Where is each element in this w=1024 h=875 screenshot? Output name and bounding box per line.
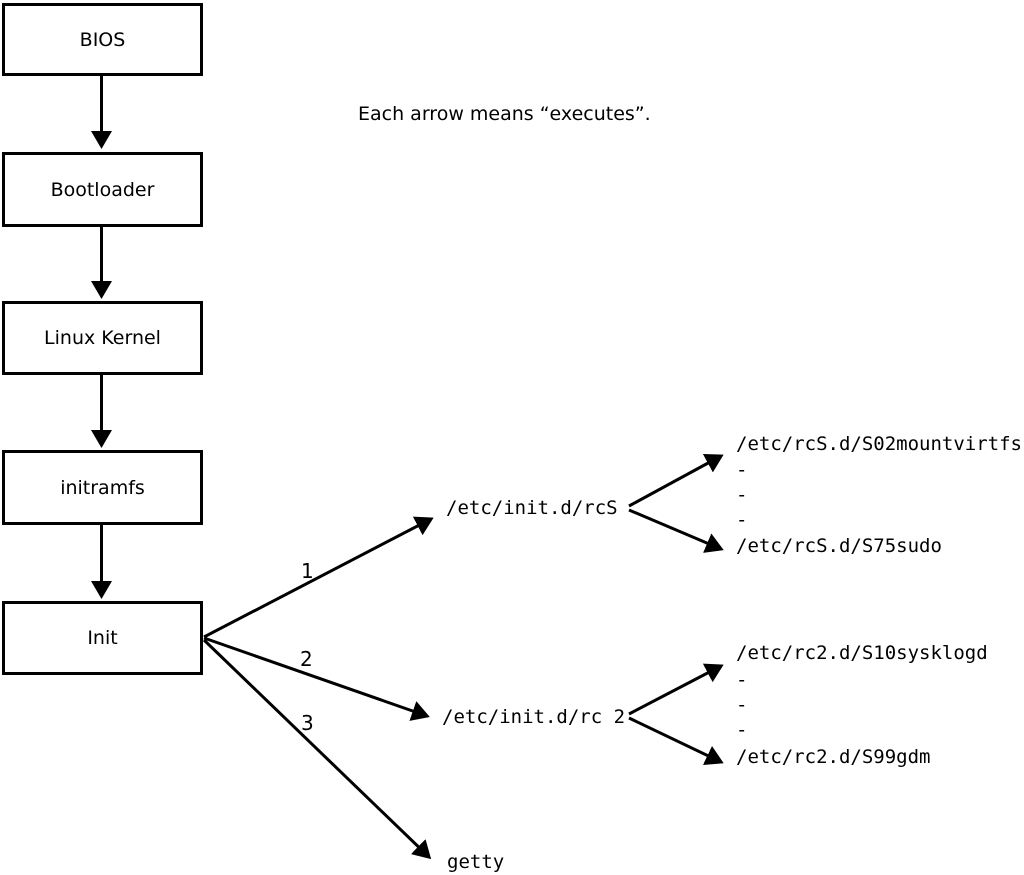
node-bios-label: BIOS [79,28,126,51]
node-getty: getty [447,851,505,873]
legend-note: Each arrow means “executes”. [358,103,651,125]
node-s99gdm: /etc/rc2.d/S99gdm [736,746,931,768]
arrow-rcS-to-s75sudo [628,508,724,553]
rc2-ellipsis-dash-2: - [736,694,748,716]
node-bootloader: Bootloader [2,152,203,227]
node-s02mountvirtfs: /etc/rcS.d/S02mountvirtfs [736,433,1022,455]
arrow-init-to-rcS [203,516,434,639]
rc2-ellipsis-dash-3: - [736,719,748,741]
node-s10sysklogd: /etc/rc2.d/S10sysklogd [736,642,988,664]
node-rcS: /etc/init.d/rcS [446,497,618,519]
node-linux-kernel-label: Linux Kernel [44,327,161,349]
node-initramfs: initramfs [2,450,203,525]
rc2-ellipsis-dash-1: - [736,669,748,691]
branch-label-2: 2 [300,647,313,671]
branch-label-1: 1 [301,559,314,583]
node-init: Init [2,601,203,675]
arrow-rc2-to-s10sysklogd [628,663,724,716]
node-init-label: Init [87,627,118,649]
node-bios: BIOS [2,3,203,76]
arrow-init-to-getty [202,638,432,860]
arrow-init-to-rc2 [203,636,430,721]
node-s75sudo: /etc/rcS.d/S75sudo [736,535,942,557]
node-rc2: /etc/init.d/rc 2 [442,706,626,728]
rcS-ellipsis-dash-2: - [736,484,748,506]
rcS-ellipsis-dash-3: - [736,509,748,531]
rcS-ellipsis-dash-1: - [736,459,748,481]
node-bootloader-label: Bootloader [50,178,155,201]
branch-label-3: 3 [301,711,314,735]
arrow-rc2-to-s99gdm [628,716,724,766]
node-linux-kernel: Linux Kernel [2,301,203,375]
arrow-rcS-to-s02mountvirtfs [628,453,724,508]
node-initramfs-label: initramfs [60,476,145,499]
